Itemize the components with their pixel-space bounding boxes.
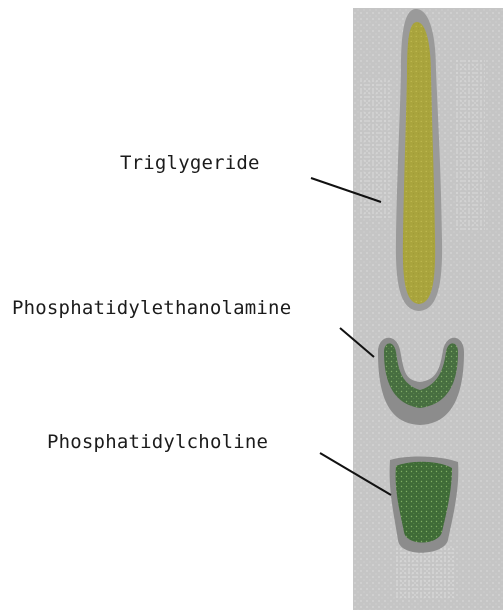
label-triglyceride: Triglygeride xyxy=(120,154,260,173)
label-phosphatidylcholine: Phosphatidylcholine xyxy=(47,433,268,452)
plate-speckle-region-left xyxy=(360,80,392,220)
triglyceride-spot xyxy=(403,22,435,304)
plate-speckle-region-bottom xyxy=(395,548,455,598)
label-phosphatidylethanolamine: Phosphatidylethanolamine xyxy=(12,299,291,318)
plate-speckle-region-right xyxy=(455,60,485,230)
